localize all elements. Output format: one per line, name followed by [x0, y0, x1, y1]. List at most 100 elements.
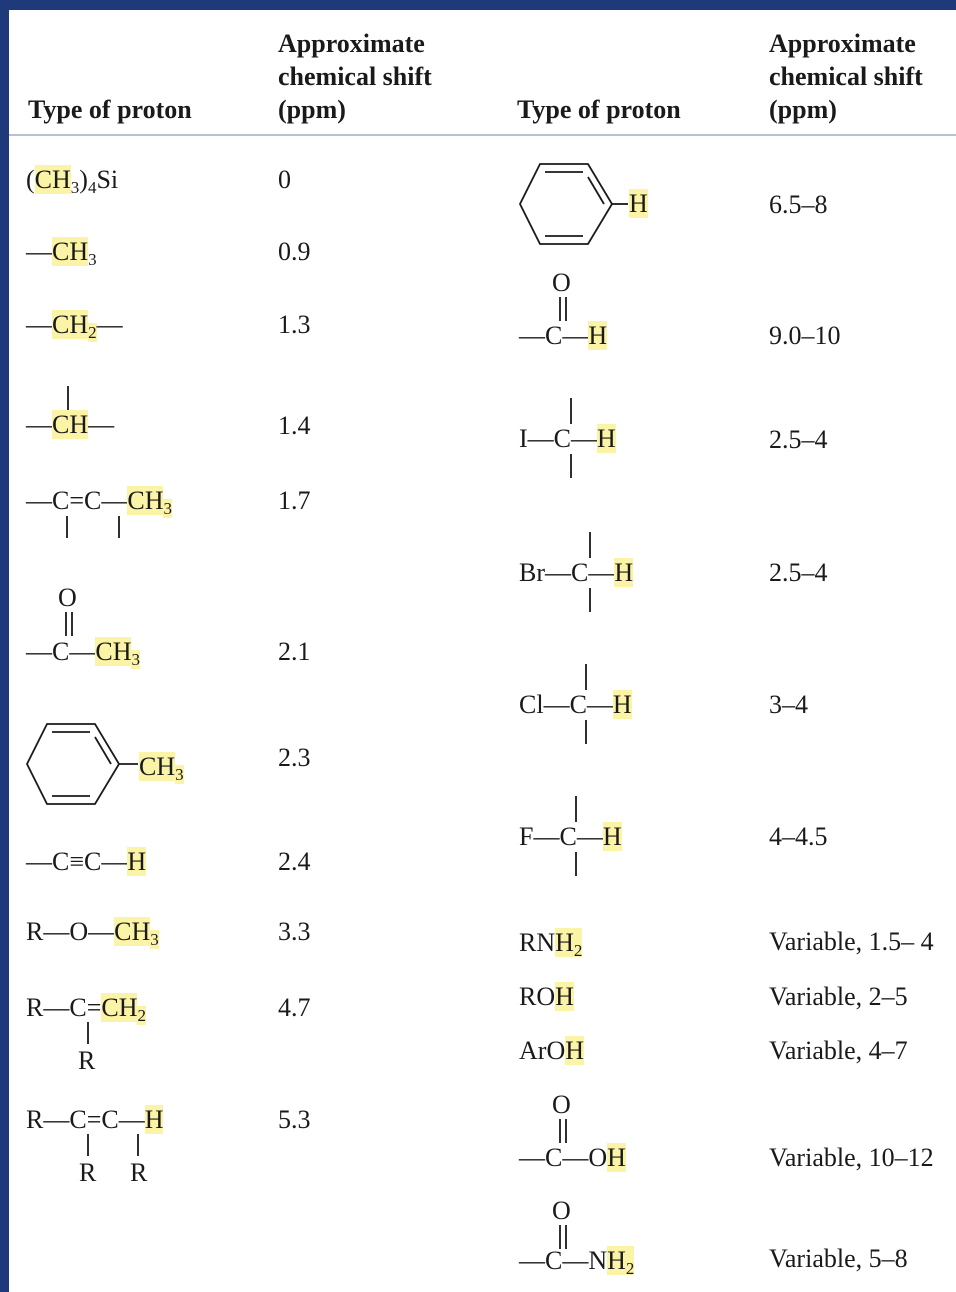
shift-value: 9.0–10	[769, 321, 841, 350]
header-line: (ppm)	[278, 95, 346, 124]
header-line: (ppm)	[769, 95, 837, 124]
structure-aldehyde: —C—H	[519, 321, 608, 350]
shift-value: 0.9	[278, 237, 311, 266]
structure-fluoro: F—C—H	[519, 822, 622, 851]
structure-methine: —CH—	[26, 410, 115, 439]
shift-value: 2.4	[278, 847, 311, 876]
structure-alcohol: ROH	[519, 982, 574, 1011]
carbonyl-oxygen: O	[552, 1196, 571, 1225]
bromo-bonds	[589, 532, 591, 612]
structure-acetylenic: —C≡C—H	[26, 847, 147, 876]
structure-methylene: —CH2—	[26, 310, 123, 342]
highlighted-proton: H	[588, 321, 608, 350]
shift-value: 2.5–4	[769, 558, 828, 587]
shift-value: 1.4	[278, 411, 311, 440]
vinylic-internal-bonds	[87, 1134, 139, 1156]
substituent-r: R	[79, 1158, 97, 1187]
highlighted-proton: CH	[101, 993, 138, 1022]
highlighted-proton: H	[144, 1105, 164, 1134]
highlighted-proton: H	[565, 1036, 584, 1065]
structure-vinylic-internal: R—C=C—H	[26, 1105, 164, 1134]
shift-value: 2.5–4	[769, 425, 828, 454]
structure-amide: —C—NH2	[519, 1246, 635, 1278]
structure-iodo: I—C—H	[519, 424, 616, 453]
highlighted-proton: CH	[52, 310, 89, 339]
vinylic-bond	[87, 1022, 89, 1044]
shift-value: 2.3	[278, 743, 311, 772]
highlighted-proton: CH	[95, 637, 132, 666]
header-approx-shift-right: Approximate chemical shift (ppm)	[769, 27, 923, 126]
structure-ether: R—O—CH3	[26, 917, 159, 949]
highlighted-proton: H	[614, 558, 634, 587]
highlighted-proton: H	[602, 822, 622, 851]
highlighted-proton: H2	[607, 1246, 635, 1278]
chloro-bonds	[585, 664, 587, 744]
benzene-ring-icon	[25, 723, 138, 805]
structure-tetramethylsilane: (CH3)4Si	[26, 165, 119, 197]
iodo-bonds	[570, 398, 572, 478]
header-type-of-proton-right: Type of proton	[517, 95, 681, 124]
header-rule	[9, 134, 956, 136]
header-approx-shift-left: Approximate chemical shift (ppm)	[278, 27, 432, 126]
methine-bond	[67, 386, 69, 410]
shift-value: Variable, 4–7	[769, 1036, 908, 1065]
header-line: Approximate	[278, 29, 425, 58]
carbonyl-oxygen: O	[552, 1090, 571, 1119]
allylic-bonds	[66, 516, 120, 538]
carbonyl-double-bond	[559, 1119, 567, 1143]
structure-phenol: ArOH	[519, 1036, 584, 1065]
highlighted-proton: H	[597, 424, 616, 453]
structure-methyl-ketone: —C—CH3	[26, 637, 140, 669]
shift-value: 3–4	[769, 690, 808, 719]
structure-bromo: Br—C—H	[519, 558, 634, 587]
structure-allylic: —C=C—CH3	[26, 486, 172, 518]
highlighted-proton: H2	[555, 928, 583, 960]
highlighted-proton: CH	[34, 165, 71, 194]
shift-value: 4–4.5	[769, 822, 828, 851]
shift-value: 1.7	[278, 486, 311, 515]
carbonyl-double-bond	[559, 1225, 567, 1249]
fluoro-bonds	[575, 796, 577, 876]
shift-value: Variable, 5–8	[769, 1244, 908, 1273]
shift-value: Variable, 2–5	[769, 982, 908, 1011]
header-line: chemical shift	[278, 62, 432, 91]
header-type-of-proton-left: Type of proton	[28, 95, 192, 124]
highlighted-proton: CH	[127, 486, 164, 515]
structure-vinylic-terminal: R—C=CH2	[26, 993, 146, 1025]
highlighted-proton: H	[612, 690, 632, 719]
structure-chloro: Cl—C—H	[519, 690, 632, 719]
highlighted-proton: CH	[52, 237, 89, 266]
structure-methyl: —CH3	[26, 237, 97, 269]
shift-value: 0	[278, 165, 291, 194]
header-line: chemical shift	[769, 62, 923, 91]
table-top-border	[0, 0, 956, 10]
substituent-r: R	[78, 1046, 96, 1075]
shift-value: 4.7	[278, 993, 311, 1022]
structure-carboxylic-acid: —C—OH	[519, 1143, 626, 1172]
shift-value: Variable, 10–12	[769, 1143, 934, 1172]
substituent-r: R	[130, 1158, 148, 1187]
highlighted-proton: CH	[52, 410, 89, 439]
carbonyl-double-bond	[65, 612, 73, 636]
shift-value: Variable, 1.5– 4	[769, 927, 934, 956]
structure-aromatic: H	[629, 189, 648, 219]
carbonyl-oxygen: O	[58, 583, 77, 612]
highlighted-proton: H	[629, 189, 648, 218]
highlighted-proton: H	[127, 847, 147, 876]
shift-value: 6.5–8	[769, 190, 828, 219]
shift-value: 3.3	[278, 917, 311, 946]
highlighted-proton: CH	[114, 917, 151, 946]
structure-benzylic: CH3	[139, 752, 184, 784]
structure-amine: RNH2	[519, 928, 583, 960]
highlighted-proton: CH	[139, 752, 176, 781]
shift-value: 5.3	[278, 1105, 311, 1134]
highlighted-proton: H	[555, 982, 574, 1011]
shift-value: 1.3	[278, 310, 311, 339]
carbonyl-oxygen: O	[552, 268, 571, 297]
table-left-border	[0, 0, 9, 1292]
benzene-ring-icon	[518, 163, 628, 245]
shift-value: 2.1	[278, 637, 311, 666]
highlighted-proton: H	[607, 1143, 626, 1172]
carbonyl-double-bond	[559, 297, 567, 321]
